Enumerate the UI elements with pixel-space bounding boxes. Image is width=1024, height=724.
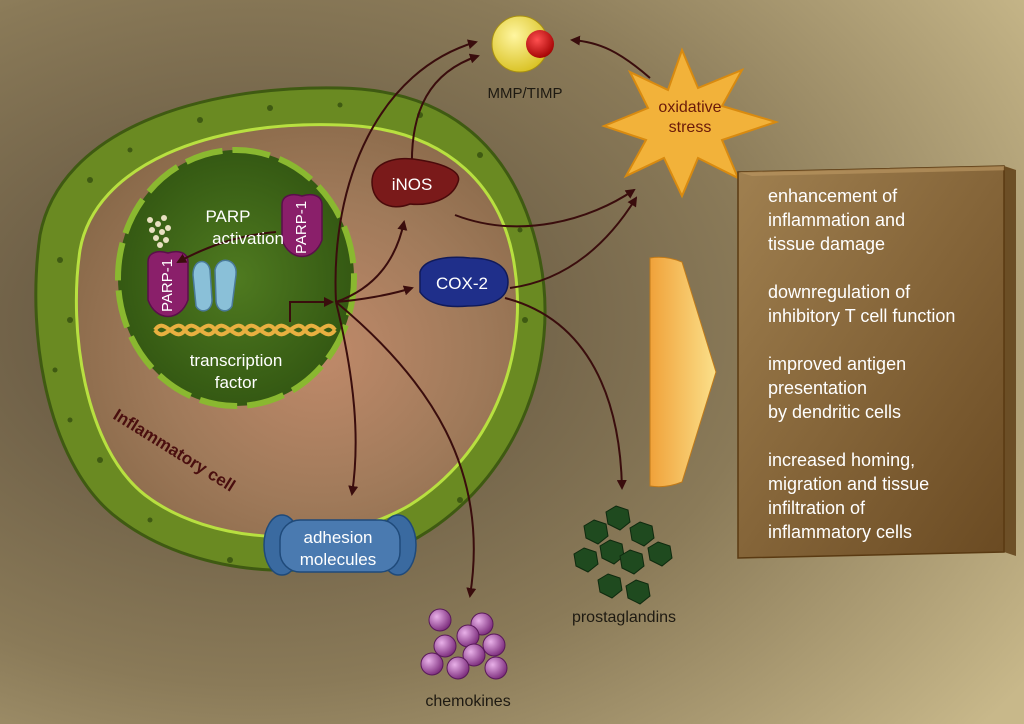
par-chain [147,215,171,248]
effects-arrow [649,256,717,488]
arrow-to-mmp-1 [334,39,478,303]
arrow-stress-to-mmp [570,35,651,79]
prostaglandins-label: prostaglandins [572,609,676,626]
arrow-inos-to-stress [454,188,636,228]
parp1-left: PARP-1 [147,250,189,318]
svg-text:downregulation of: downregulation of [768,282,911,302]
svg-text:improved antigen: improved antigen [768,354,906,374]
arrow-cox2-to-prostaglandins [504,297,627,490]
arrow-to-adhesion [335,301,359,496]
svg-text:inflammatory cells: inflammatory cells [768,522,912,542]
dna-strand [153,323,337,337]
transcription-factor-label: transcription factor [190,351,283,392]
parp-activation-arrow [176,231,277,263]
arrow-to-inos [335,220,408,303]
cox2-label: COX-2 [436,274,488,293]
signal-arrows [289,35,651,598]
svg-text:presentation: presentation [768,378,867,398]
transcription-factor-protein [192,259,237,312]
mmp-timp-label: MMP/TIMP [488,85,563,102]
arrow-to-chemokines [335,301,477,598]
arrow-cox2-to-stress [509,196,638,289]
adhesion-molecules: adhesion molecules [263,514,417,576]
svg-text:activation: activation [212,229,284,248]
arrow-gene-out [289,297,334,322]
svg-text:increased homing,: increased homing, [768,450,915,470]
parp1-left-label: PARP-1 [159,259,176,312]
svg-text:by dendritic cells: by dendritic cells [768,402,901,422]
arrow-inos-to-mmp [410,53,480,171]
svg-text:migration and tissue: migration and tissue [768,474,929,494]
svg-text:adhesion: adhesion [303,528,372,547]
svg-text:enhancement of: enhancement of [768,186,898,206]
svg-text:molecules: molecules [300,550,377,569]
prostaglandins: prostaglandins [572,505,676,626]
inos-label: iNOS [392,175,433,194]
cox2: COX-2 [419,256,509,308]
arrow-to-cox2 [335,285,414,303]
effect-1: enhancement of inflammation and tissue d… [768,186,905,254]
oxidative-stress: oxidative stress [601,47,780,199]
parp-activation-label: PARP activation [205,207,283,248]
svg-text:PARP: PARP [205,207,250,226]
inos: iNOS [371,157,460,208]
effects-box: enhancement of inflammation and tissue d… [737,165,1016,559]
svg-text:factor: factor [215,373,258,392]
parp1-right: PARP-1 [281,193,323,258]
parp1-right-label: PARP-1 [293,201,310,254]
effect-2: downregulation of inhibitory T cell func… [768,282,955,326]
svg-text:tissue damage: tissue damage [768,234,885,254]
chemokines-label: chemokines [425,693,510,710]
svg-text:inhibitory T cell function: inhibitory T cell function [768,306,955,326]
chemokines: chemokines [420,608,511,710]
svg-text:inflammation and: inflammation and [768,210,905,230]
svg-text:transcription: transcription [190,351,283,370]
mmp-timp: MMP/TIMP [488,15,563,102]
effect-4: increased homing, migration and tissue i… [768,450,929,542]
svg-text:stress: stress [669,119,712,136]
effect-3: improved antigen presentation by dendrit… [768,354,906,422]
svg-text:oxidative: oxidative [658,99,721,116]
svg-text:infiltration of: infiltration of [768,498,866,518]
